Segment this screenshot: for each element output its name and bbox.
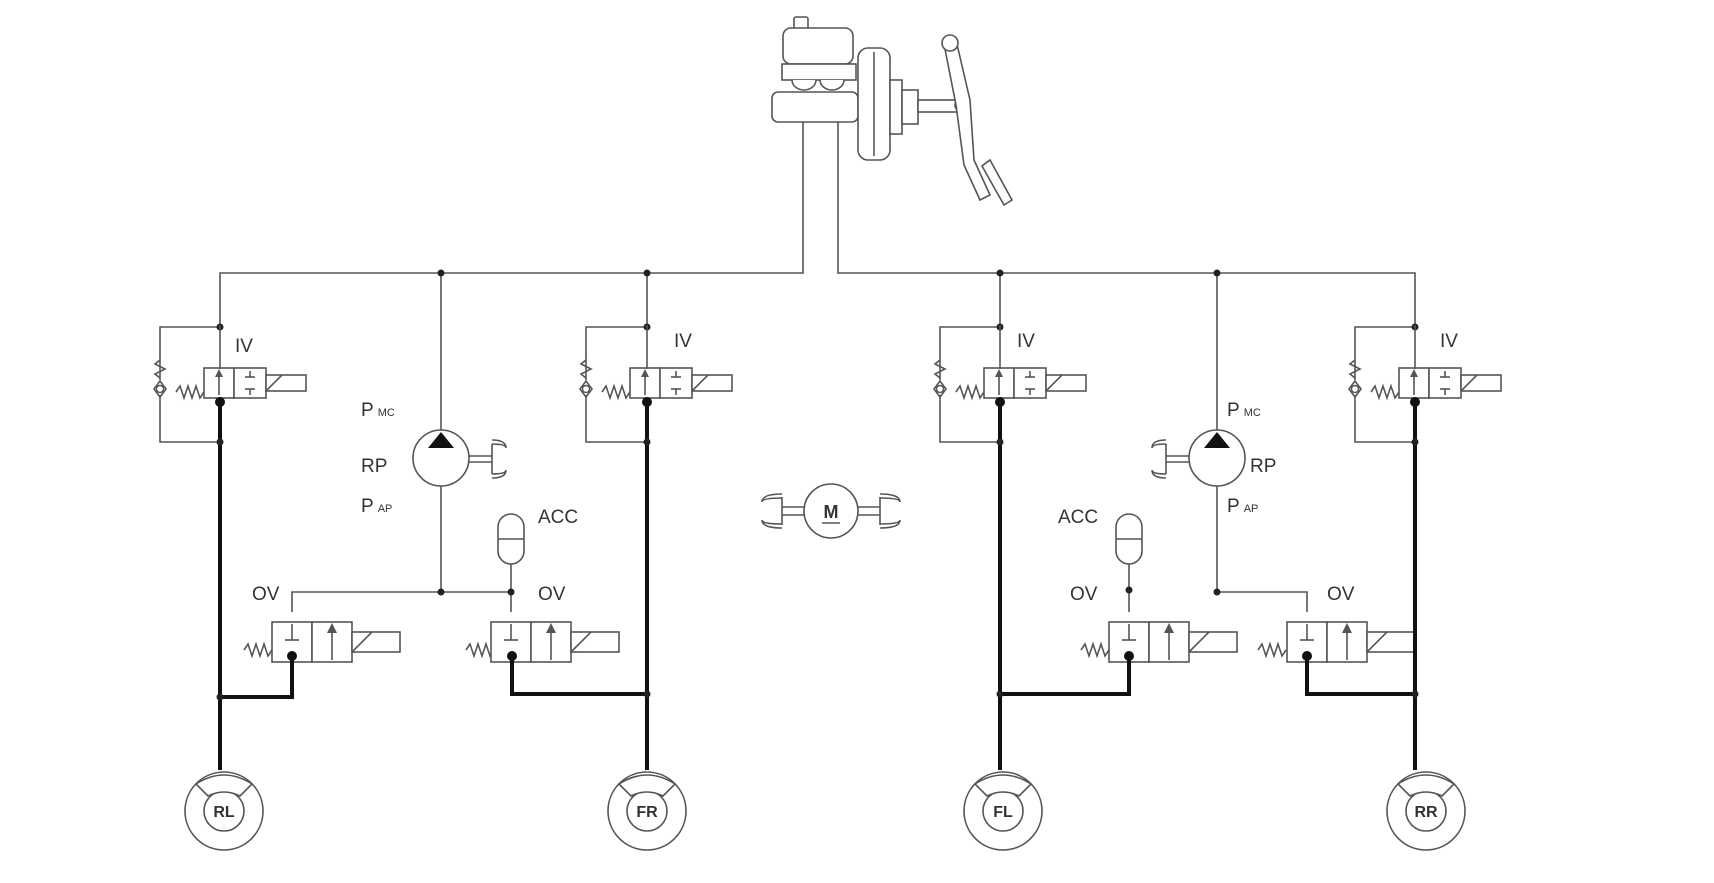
- ov-label-rl: OV: [252, 584, 280, 605]
- pap-main-left: P: [361, 496, 374, 517]
- iv-label-rl: IV: [235, 336, 253, 357]
- rl-inlet-valve: [153, 323, 307, 443]
- acc-label-right: ACC: [1058, 507, 1098, 528]
- fl-inlet-valve: [933, 323, 1087, 443]
- iv-label-fl: IV: [1017, 331, 1035, 352]
- fr-outlet-valve: [465, 621, 620, 663]
- pump-motor: [761, 483, 901, 539]
- ov-label-fl: OV: [1070, 584, 1098, 605]
- wheel-fl: FL: [963, 771, 1043, 851]
- pap-label-right: P AP: [1227, 496, 1258, 517]
- rr-outlet-valve: [1257, 621, 1416, 663]
- wheel-rr-label: RR: [1414, 804, 1438, 821]
- fl-outlet-valve: [1080, 621, 1238, 663]
- ov-label-fr: OV: [538, 584, 566, 605]
- pmc-main-right: P: [1227, 400, 1240, 421]
- iv-label-fr: IV: [674, 331, 692, 352]
- pmc-label-left: P MC: [361, 400, 395, 421]
- master-cylinder-assembly: [771, 16, 1014, 207]
- motor-label: M: [824, 502, 839, 522]
- pmc-sub-right: MC: [1244, 407, 1261, 419]
- pmc-sub-left: MC: [378, 407, 395, 419]
- fr-inlet-valve: [579, 323, 733, 443]
- pap-sub-right: AP: [1244, 503, 1259, 515]
- pap-sub-left: AP: [378, 503, 393, 515]
- acc-label-left: ACC: [538, 507, 578, 528]
- pmc-main-left: P: [361, 400, 374, 421]
- rl-outlet-valve: [243, 621, 401, 663]
- pmc-label-right: P MC: [1227, 400, 1261, 421]
- wheel-rr: RR: [1386, 771, 1466, 851]
- left-circuit: [153, 269, 733, 770]
- wheel-rl: RL: [184, 771, 264, 851]
- accumulator-left: [497, 513, 525, 590]
- return-pump-left: [412, 429, 507, 592]
- rr-inlet-valve: [1348, 323, 1502, 443]
- pap-main-right: P: [1227, 496, 1240, 517]
- wheel-fl-label: FL: [993, 804, 1013, 821]
- wheel-rl-label: RL: [213, 804, 235, 821]
- iv-label-rr: IV: [1440, 331, 1458, 352]
- right-circuit: [933, 269, 1502, 770]
- rp-label-left: RP: [361, 456, 387, 477]
- rp-label-right: RP: [1250, 456, 1276, 477]
- wheel-fr: FR: [607, 771, 687, 851]
- return-pump-right: [1151, 429, 1246, 592]
- pap-label-left: P AP: [361, 496, 392, 517]
- wheel-fr-label: FR: [636, 804, 658, 821]
- accumulator-right: [1115, 513, 1143, 612]
- ov-label-rr: OV: [1327, 584, 1355, 605]
